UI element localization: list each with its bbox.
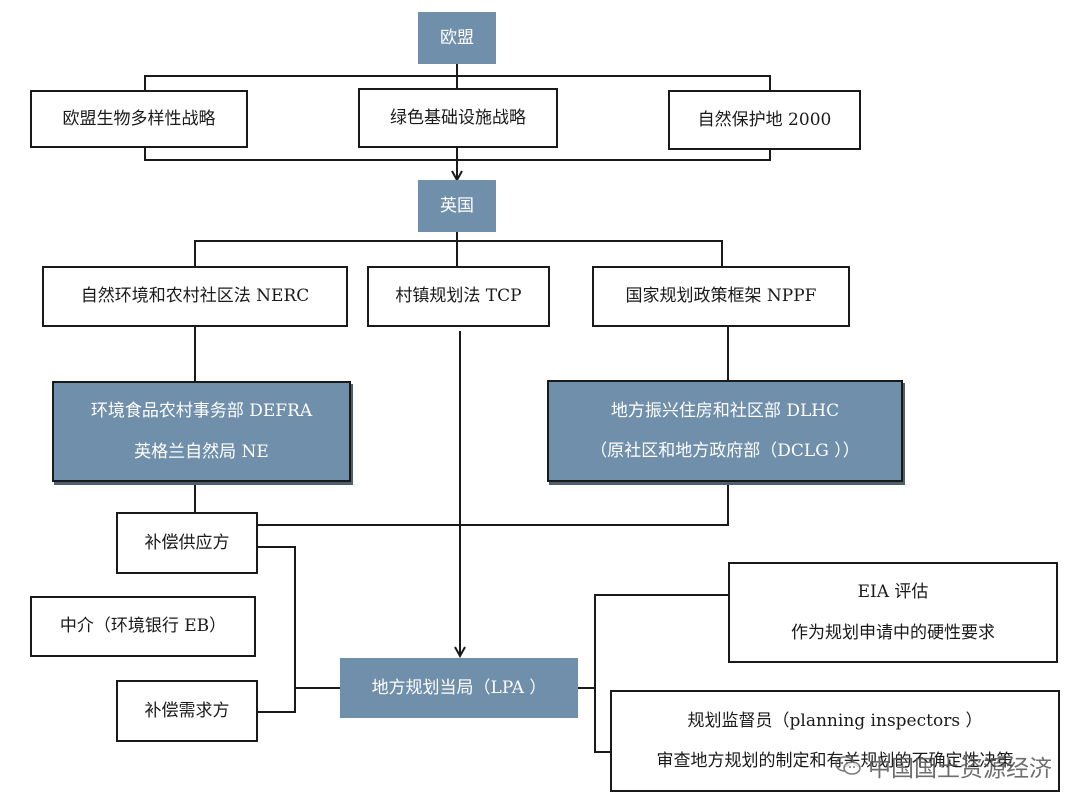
defra-label: 环境食品农村事务部 DEFRA: [90, 401, 313, 422]
eu-green-infrastructure-strategy: 绿色基础设施战略: [358, 88, 558, 148]
broker-label: 中介（环境银行 EB）: [59, 616, 227, 637]
nppf-framework: 国家规划政策框架 NPPF: [592, 266, 850, 327]
eia-assessment: EIA 评估 作为规划申请中的硬性要求: [728, 562, 1058, 663]
planning-inspectors: 规划监督员（planning inspectors ） 审查地方规划的制定和有关…: [610, 690, 1060, 792]
dclg-label: （原社区和地方政府部（DCLG ））: [590, 441, 860, 461]
lpa-label: 地方规划当局（LPA ）: [371, 677, 547, 698]
broker-environment-bank: 中介（环境银行 EB）: [30, 596, 256, 657]
watermark-text: 中国国土资源经济: [868, 756, 1052, 782]
compensation-supplier-label: 补偿供应方: [144, 532, 230, 553]
eia-label: EIA 评估: [857, 582, 929, 603]
planning-inspectors-label: 规划监督员（planning inspectors ）: [687, 710, 983, 731]
eu-node: 欧盟: [418, 12, 496, 64]
eu-biodiversity-strategy: 欧盟生物多样性战略: [30, 90, 248, 148]
eu-natura-2000-label: 自然保护地 2000: [697, 109, 832, 130]
watermark: 中国国土资源经济: [834, 749, 1052, 783]
dlhc-label: 地方振兴住房和社区部 DLHC: [610, 400, 840, 421]
uk-title: 英国: [440, 195, 474, 216]
compensation-demander-label: 补偿需求方: [144, 700, 230, 721]
lpa-node: 地方规划当局（LPA ）: [340, 658, 578, 718]
ne-label: 英格兰自然局 NE: [134, 441, 269, 462]
eu-biodiversity-strategy-label: 欧盟生物多样性战略: [62, 108, 216, 129]
nerc-act-label: 自然环境和农村社区法 NERC: [80, 286, 310, 307]
defra-ne-node: 环境食品农村事务部 DEFRA 英格兰自然局 NE: [52, 381, 351, 482]
eu-natura-2000: 自然保护地 2000: [668, 90, 861, 150]
eia-requirement-label: 作为规划申请中的硬性要求: [791, 622, 995, 643]
planning-inspectors-duty-label: 审查地方规划的制定和有关规划的不确定性决策: [656, 751, 1014, 771]
eu-title: 欧盟: [440, 27, 474, 48]
nppf-framework-label: 国家规划政策框架 NPPF: [625, 286, 817, 307]
dlhc-node: 地方振兴住房和社区部 DLHC （原社区和地方政府部（DCLG ））: [547, 380, 903, 482]
wechat-icon: [835, 756, 861, 775]
nerc-act: 自然环境和农村社区法 NERC: [42, 266, 348, 327]
tcp-act-label: 村镇规划法 TCP: [395, 286, 522, 307]
tcp-act: 村镇规划法 TCP: [367, 266, 550, 327]
compensation-supplier: 补偿供应方: [116, 512, 258, 574]
compensation-demander: 补偿需求方: [116, 680, 258, 742]
eu-green-infrastructure-label: 绿色基础设施战略: [390, 107, 526, 128]
uk-node: 英国: [418, 180, 496, 232]
